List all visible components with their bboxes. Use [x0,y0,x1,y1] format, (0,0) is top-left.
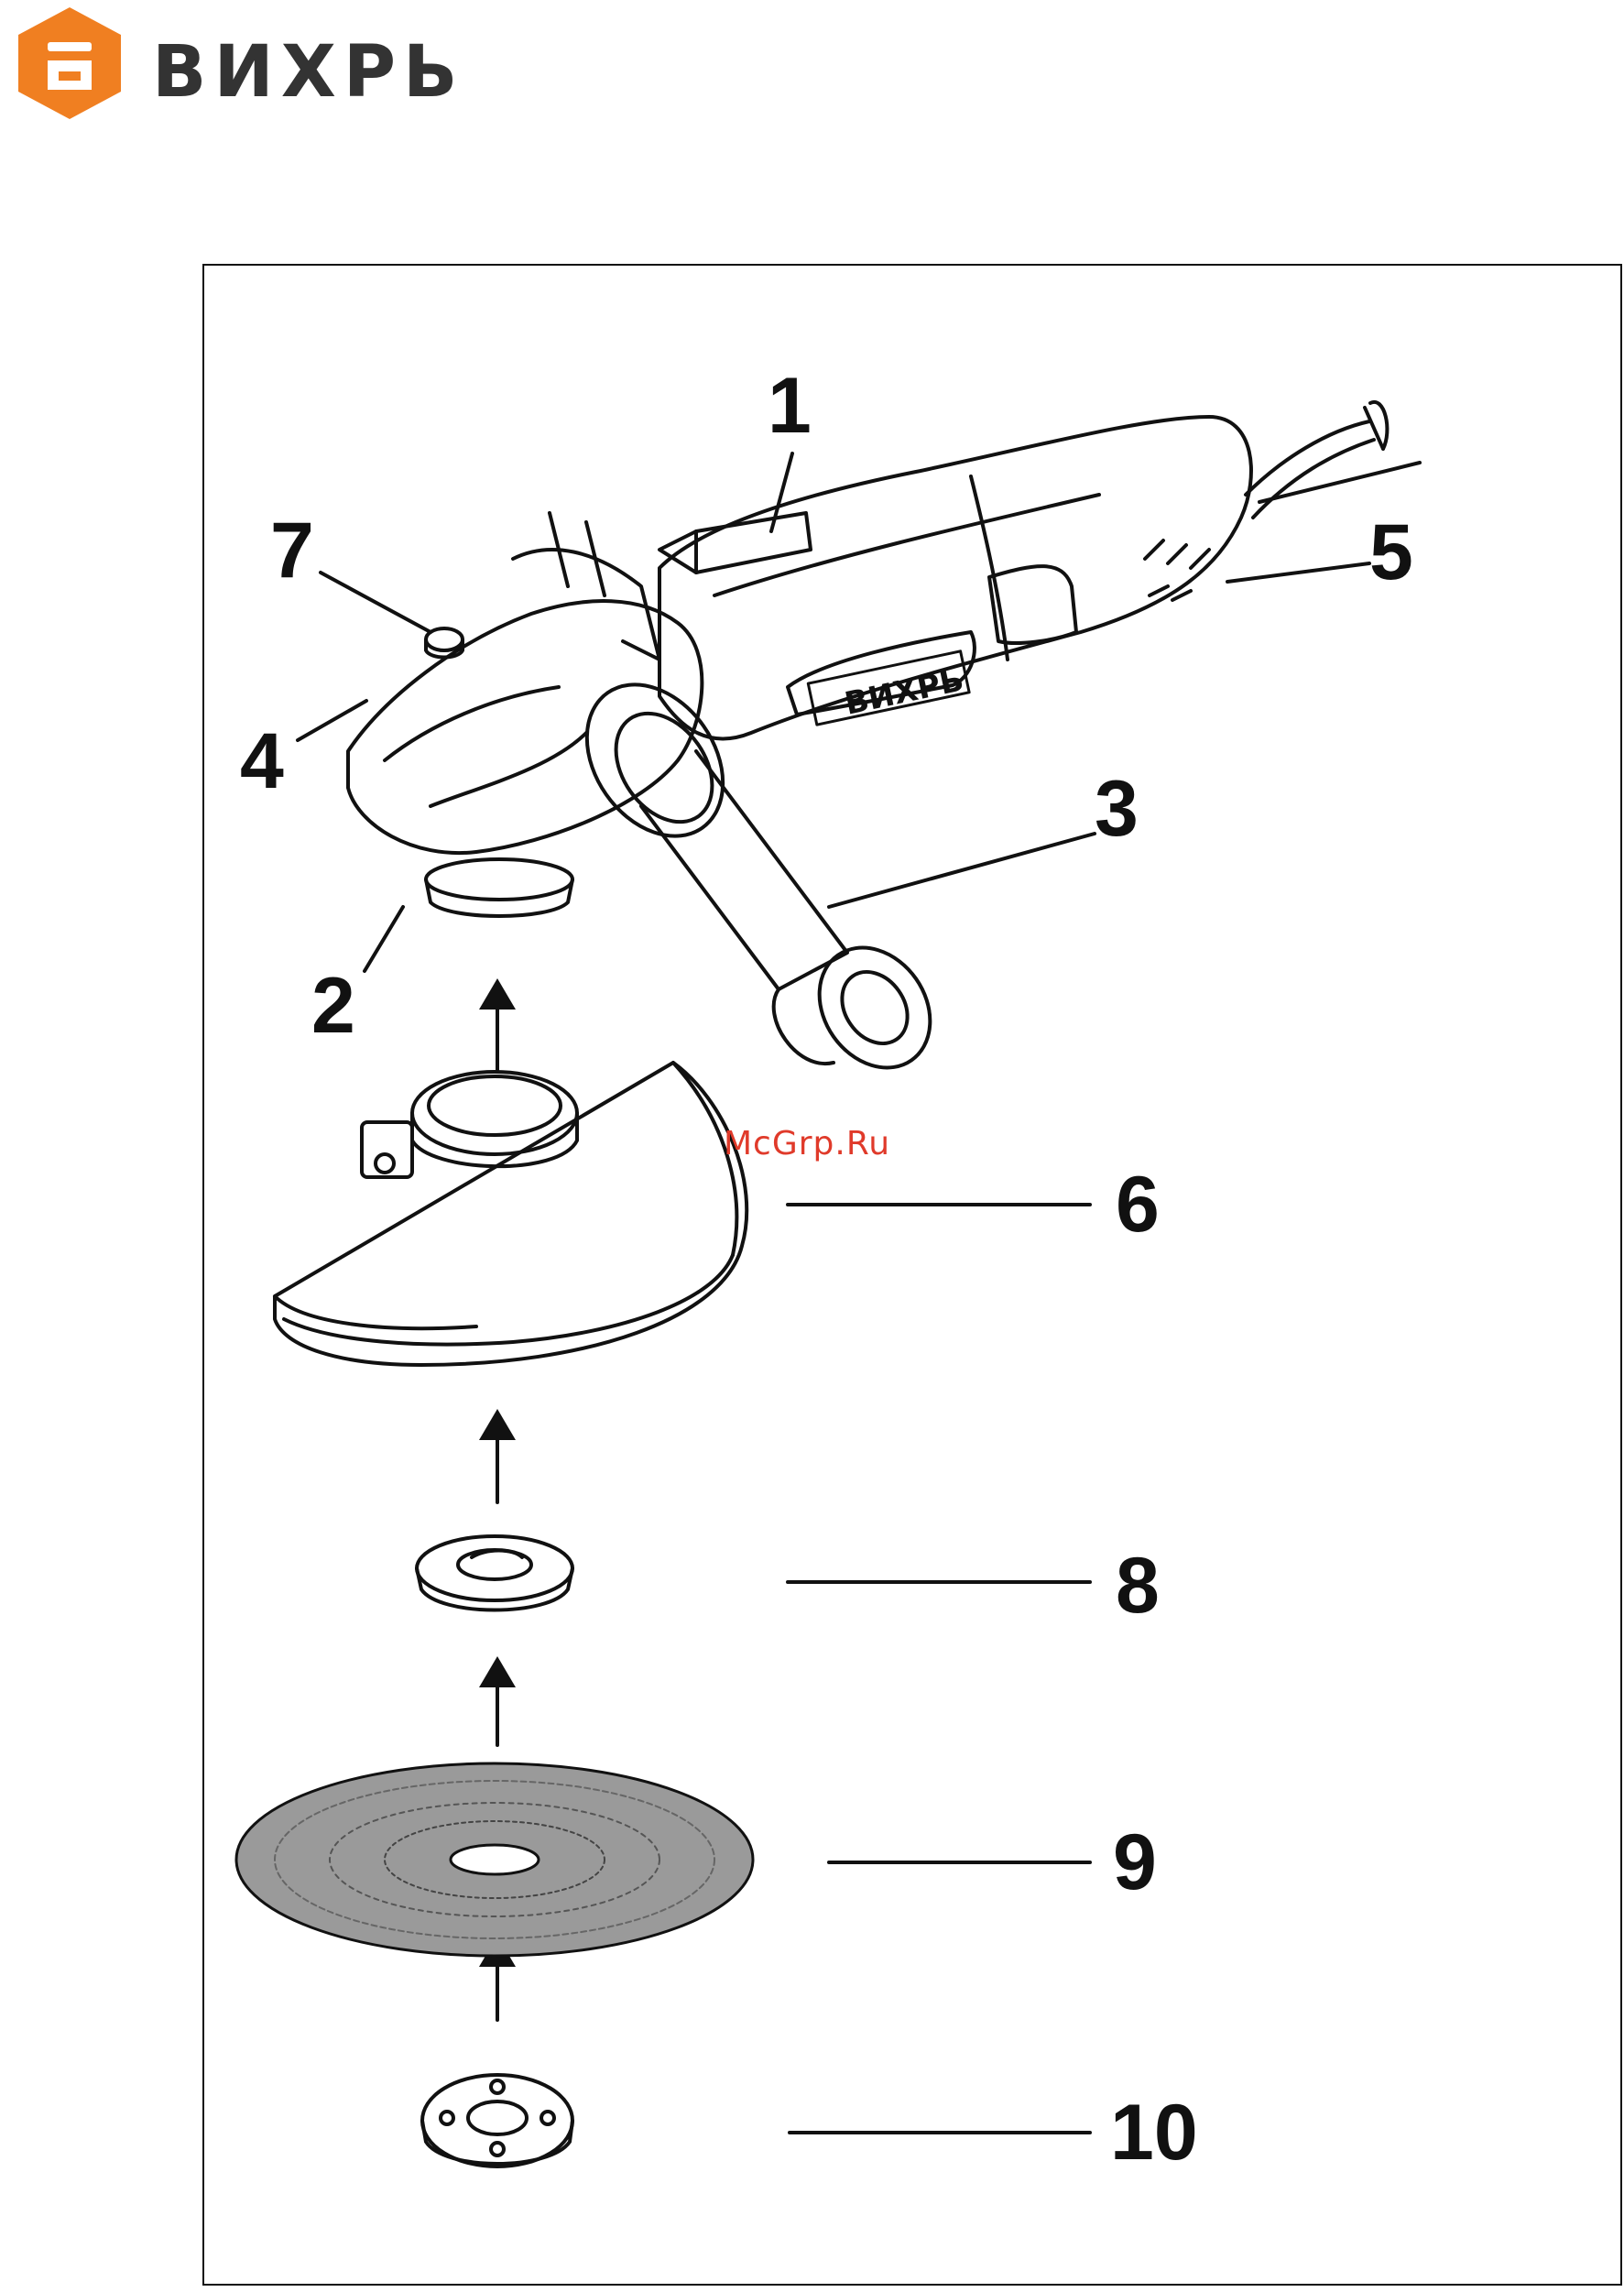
callout-9: 9 [1113,1823,1157,1902]
watermark: McGrp.Ru [724,1125,890,1162]
callout-2: 2 [311,966,355,1045]
cutting-disc [236,1763,753,1956]
callout-10: 10 [1110,2093,1198,2172]
wheel-guard [275,1063,747,1365]
leader-line-2 [365,907,403,971]
leader-line-7 [321,573,431,632]
leader-line-3 [829,834,1095,907]
leader-line-cord [1259,463,1420,502]
callout-6: 6 [1116,1165,1160,1244]
callout-7: 7 [270,511,314,590]
clamping-nut [422,2075,572,2166]
callout-1: 1 [768,366,812,445]
housing-brand-label: ВИХРЬ [842,661,967,722]
leader-line-1 [771,453,792,531]
leader-line-4 [298,701,366,740]
callout-3: 3 [1095,769,1139,848]
gear-head [348,513,702,853]
spindle-collar [426,859,572,900]
callout-4: 4 [240,722,284,801]
side-handle [559,659,953,1089]
callout-5: 5 [1369,513,1413,592]
inner-flange [417,1536,572,1610]
leader-line-5 [1227,563,1369,582]
callout-8: 8 [1116,1546,1160,1625]
